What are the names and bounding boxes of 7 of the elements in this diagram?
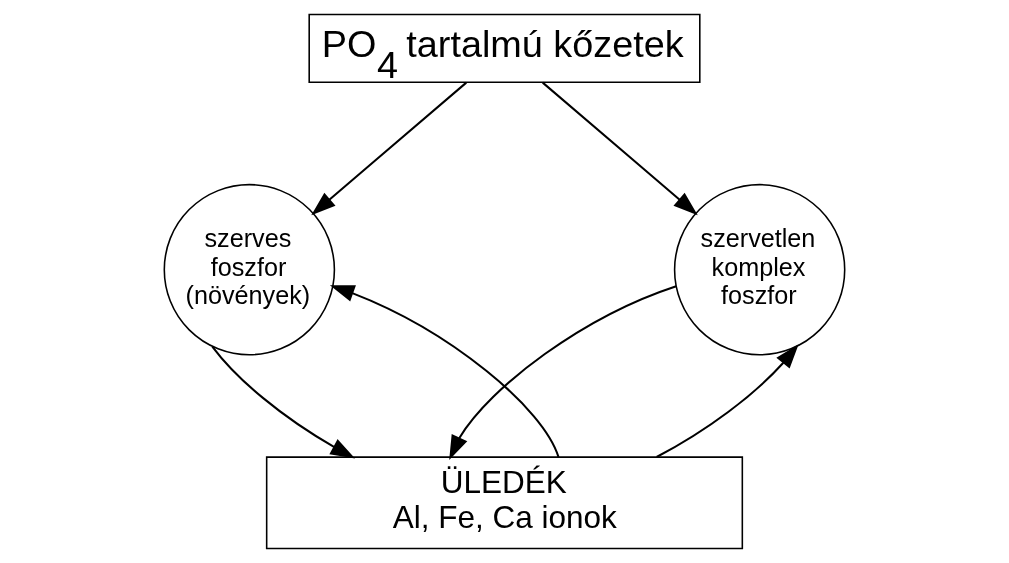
arrow [449, 285, 677, 460]
arrow [329, 285, 560, 458]
arrow [211, 345, 356, 459]
node-box: ÜLEDÉK Al, Fe, Ca ionok [265, 456, 744, 550]
arrow [656, 344, 799, 458]
arrow [542, 81, 698, 216]
arrow [311, 81, 467, 216]
